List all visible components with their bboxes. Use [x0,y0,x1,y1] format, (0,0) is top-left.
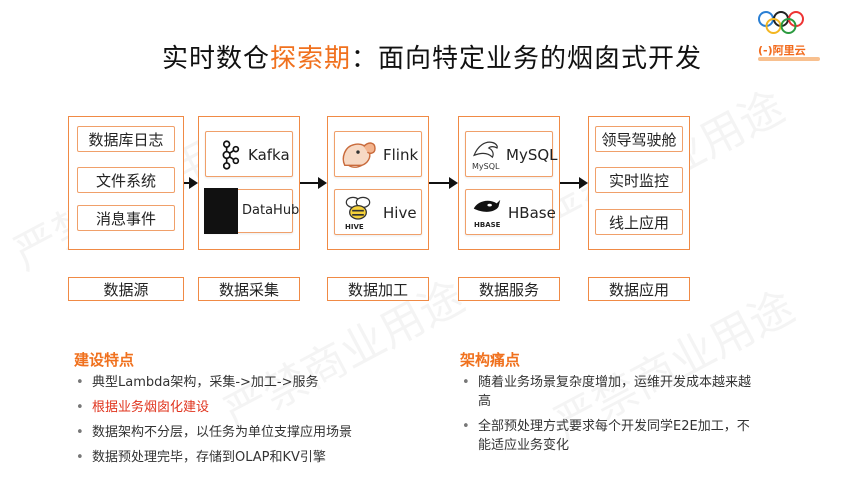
pain-point-item: 全部预处理方式要求每个开发同学E2E加工，不能适应业务变化 [460,417,752,455]
column-data-processing: Flink HIVE Hive [327,116,429,250]
page-title: 实时数仓探索期：面向特定业务的烟囱式开发 [0,38,864,75]
label-data-application: 数据应用 [588,277,690,301]
flink-label: Flink [383,146,419,164]
hive-label: Hive [383,204,417,222]
datahub-label: DataHub [242,203,300,218]
hbase-label: HBase [508,204,556,222]
title-prefix: 实时数仓 [161,44,270,74]
flow-arrow [184,177,198,189]
mysql-label: MySQL [506,146,558,164]
label-data-processing: 数据加工 [327,277,429,301]
feature-item: 数据预处理完毕，存储到OLAP和KV引擎 [74,448,414,467]
brand-logo-underline [758,57,820,61]
item-hive: HIVE Hive [334,189,422,235]
pain-point-item: 随着业务场景复杂度增加，运维开发成本越来越高 [460,373,752,411]
hbase-orca-icon [473,199,501,212]
item-file-system: 文件系统 [77,167,175,193]
item-realtime-monitoring: 实时监控 [595,167,683,193]
column-data-service: MySQL MySQL HBASE HBase [458,116,560,250]
pain-points-title: 架构痛点 [460,351,521,369]
label-data-source: 数据源 [68,277,184,301]
flow-arrow [429,177,458,189]
column-data-application: 领导驾驶舱 实时监控 线上应用 [588,116,690,250]
item-mysql: MySQL MySQL [465,131,558,177]
flow-arrow [300,177,327,189]
column-data-collection: Kafka DataHub [198,116,300,250]
item-leader-cockpit: 领导驾驶舱 [595,126,683,152]
mysql-sub-label: MySQL [472,162,500,171]
flow-arrow [560,177,588,189]
item-flink: Flink [334,131,422,177]
item-hbase: HBASE HBase [465,189,556,235]
mysql-dolphin-icon [473,141,498,159]
olympic-rings-icon [758,11,804,34]
hive-sub-label: HIVE [345,223,364,231]
item-message-event: 消息事件 [77,205,175,231]
hive-bee-icon [345,196,371,220]
item-kafka: Kafka [205,131,293,177]
kafka-icon [222,140,240,170]
pain-points-list: 随着业务场景复杂度增加，运维开发成本越来越高 全部预处理方式要求每个开发同学E2… [460,373,752,461]
item-db-log: 数据库日志 [77,126,175,152]
item-datahub: DataHub [204,188,299,234]
title-suffix: ：面向特定业务的烟囱式开发 [351,44,703,74]
item-online-application: 线上应用 [595,209,683,235]
feature-item-highlight: 根据业务烟囱化建设 [74,398,414,417]
brand-logo: (-)阿里云 [758,44,806,57]
features-list: 典型Lambda架构，采集->加工->服务 根据业务烟囱化建设 数据架构不分层，… [74,373,414,473]
feature-item: 数据架构不分层，以任务为单位支撑应用场景 [74,423,414,442]
label-data-collection: 数据采集 [198,277,300,301]
kafka-label: Kafka [248,146,290,164]
feature-item: 典型Lambda架构，采集->加工->服务 [74,373,414,392]
column-data-source: 数据库日志 文件系统 消息事件 [68,116,184,250]
label-data-service: 数据服务 [458,277,560,301]
datahub-icon [204,188,238,234]
flink-squirrel-icon [342,142,376,168]
title-highlight: 探索期 [269,44,351,74]
hbase-sub-label: HBASE [474,221,501,229]
features-title: 建设特点 [74,351,135,369]
